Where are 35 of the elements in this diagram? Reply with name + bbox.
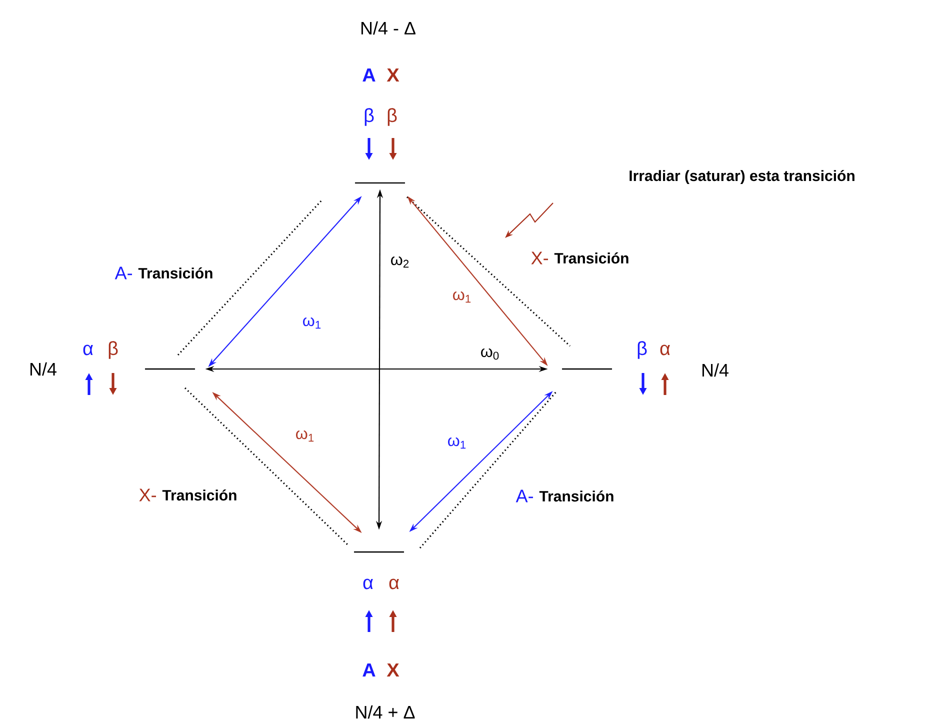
edge-label: ω$_{1}$ xyxy=(448,437,466,449)
transition-label: Transición xyxy=(554,252,628,264)
nucleus-prefix: X- xyxy=(139,488,156,502)
nucleus-label: X xyxy=(386,663,400,677)
transition-label: Transición xyxy=(539,490,614,502)
nucleus-prefix: X- xyxy=(531,252,548,264)
energy-level-line xyxy=(562,368,612,370)
spin-state-label: β xyxy=(108,341,118,359)
energy-level-line xyxy=(355,182,405,184)
nucleus-label: A xyxy=(362,68,376,82)
annotation-text: Irradiar (saturar) esta transición xyxy=(630,170,854,184)
spin-state-label: β xyxy=(364,108,374,126)
edge-label: ω$_{1}$ xyxy=(303,317,321,329)
transition-label: Transición xyxy=(138,267,212,279)
nucleus-label: A xyxy=(362,663,376,677)
spin-state-label: α xyxy=(83,344,93,356)
spin-state-label: α xyxy=(389,578,399,590)
edge-label: ω$_{2}$ xyxy=(391,256,409,268)
edge-label: ω$_{1}$ xyxy=(296,430,314,442)
spin-state-label: β xyxy=(638,341,647,359)
edge-label: ω$_{0}$ xyxy=(481,348,499,360)
energy-level-line xyxy=(145,368,195,370)
energy-level-line xyxy=(354,551,404,553)
nucleus-prefix: A- xyxy=(114,266,132,280)
nucleus-prefix: A- xyxy=(516,490,533,502)
transition-label: Transición xyxy=(162,489,236,501)
population-label: N/4 - Δ xyxy=(361,21,416,35)
population-label: N/4 xyxy=(702,363,728,377)
nucleus-label: X xyxy=(386,68,400,82)
spin-state-label: α xyxy=(660,344,670,356)
population-label: N/4 xyxy=(30,362,56,376)
population-label: N/4 + Δ xyxy=(356,705,415,719)
spin-state-label: β xyxy=(388,108,397,126)
spin-state-label: α xyxy=(363,578,373,590)
edge-label: ω$_{1}$ xyxy=(453,291,471,303)
